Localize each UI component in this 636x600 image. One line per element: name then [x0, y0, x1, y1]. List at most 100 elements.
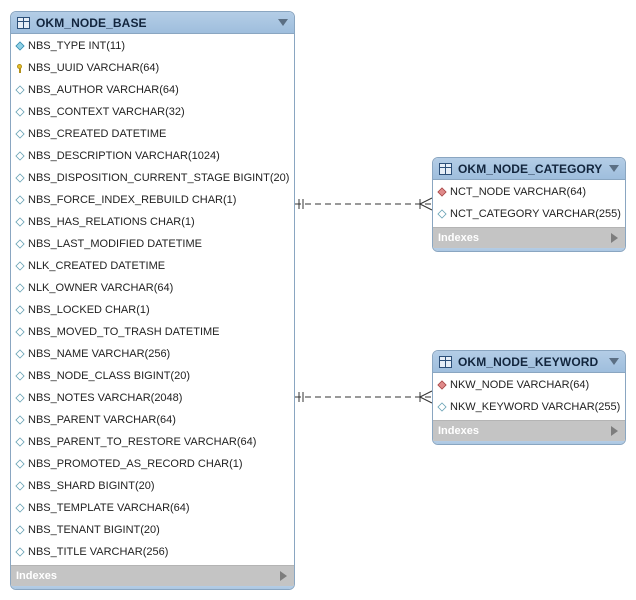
expand-arrow-icon[interactable]	[611, 233, 618, 243]
column-label: NBS_TENANT BIGINT(20)	[28, 524, 160, 536]
column-list: NCT_NODE VARCHAR(64) NCT_CATEGORY VARCHAR…	[433, 180, 625, 227]
table-title: OKM_NODE_CATEGORY	[458, 161, 603, 176]
column-row[interactable]: NBS_DESCRIPTION VARCHAR(1024)	[11, 145, 294, 167]
column-label: NBS_CREATED DATETIME	[28, 128, 167, 140]
hollow-diamond-icon	[437, 402, 447, 412]
column-row[interactable]: NLK_CREATED DATETIME	[11, 255, 294, 277]
column-row[interactable]: NBS_TENANT BIGINT(20)	[11, 519, 294, 541]
column-row[interactable]: NCT_NODE VARCHAR(64)	[433, 181, 625, 203]
table-header[interactable]: OKM_NODE_KEYWORD	[433, 351, 625, 373]
hollow-diamond-icon	[15, 217, 25, 227]
column-row[interactable]: NBS_CONTEXT VARCHAR(32)	[11, 101, 294, 123]
column-label: NBS_TYPE INT(11)	[28, 40, 125, 52]
column-label: NBS_LOCKED CHAR(1)	[28, 304, 150, 316]
column-label: NBS_PARENT_TO_RESTORE VARCHAR(64)	[28, 436, 257, 448]
column-row[interactable]: NBS_AUTHOR VARCHAR(64)	[11, 79, 294, 101]
column-label: NBS_SHARD BIGINT(20)	[28, 480, 155, 492]
column-list: NBS_TYPE INT(11) NBS_UUID VARCHAR(64) NBS_…	[11, 34, 294, 565]
column-label: NBS_NAME VARCHAR(256)	[28, 348, 171, 360]
column-row[interactable]: NBS_MOVED_TO_TRASH DATETIME	[11, 321, 294, 343]
table-header[interactable]: OKM_NODE_CATEGORY	[433, 158, 625, 180]
column-row[interactable]: NBS_PROMOTED_AS_RECORD CHAR(1)	[11, 453, 294, 475]
hollow-diamond-icon	[15, 547, 25, 557]
hollow-diamond-icon	[15, 503, 25, 513]
hollow-diamond-icon	[15, 349, 25, 359]
column-row[interactable]: NBS_UUID VARCHAR(64)	[11, 57, 294, 79]
column-label: NBS_LAST_MODIFIED DATETIME	[28, 238, 202, 250]
column-row[interactable]: NLK_OWNER VARCHAR(64)	[11, 277, 294, 299]
hollow-diamond-icon	[15, 371, 25, 381]
table-footer	[433, 441, 625, 444]
blue-diamond-icon	[15, 41, 25, 51]
column-row[interactable]: NCT_CATEGORY VARCHAR(255)	[433, 203, 625, 225]
collapse-arrow-icon[interactable]	[278, 19, 288, 26]
indexes-label: Indexes	[16, 570, 57, 582]
hollow-diamond-icon	[437, 209, 447, 219]
column-row[interactable]: NBS_CREATED DATETIME	[11, 123, 294, 145]
column-row[interactable]: NBS_TEMPLATE VARCHAR(64)	[11, 497, 294, 519]
hollow-diamond-icon	[15, 129, 25, 139]
hollow-diamond-icon	[15, 327, 25, 337]
column-label: NBS_DISPOSITION_CURRENT_STAGE BIGINT(20)	[28, 172, 290, 184]
hollow-diamond-icon	[15, 151, 25, 161]
hollow-diamond-icon	[15, 195, 25, 205]
hollow-diamond-icon	[15, 107, 25, 117]
hollow-diamond-icon	[15, 481, 25, 491]
column-label: NBS_DESCRIPTION VARCHAR(1024)	[28, 150, 220, 162]
table-icon	[439, 355, 452, 368]
indexes-section[interactable]: Indexes	[433, 420, 625, 441]
red-diamond-icon	[437, 187, 447, 197]
table-icon	[17, 16, 30, 29]
column-row[interactable]: NBS_DISPOSITION_CURRENT_STAGE BIGINT(20)	[11, 167, 294, 189]
column-label: NBS_NODE_CLASS BIGINT(20)	[28, 370, 190, 382]
indexes-section[interactable]: Indexes	[11, 565, 294, 586]
column-label: NBS_NOTES VARCHAR(2048)	[28, 392, 183, 404]
hollow-diamond-icon	[15, 525, 25, 535]
table-title: OKM_NODE_BASE	[36, 15, 147, 30]
column-row[interactable]: NBS_TYPE INT(11)	[11, 35, 294, 57]
column-label: NBS_MOVED_TO_TRASH DATETIME	[28, 326, 220, 338]
hollow-diamond-icon	[15, 261, 25, 271]
column-row[interactable]: NBS_NAME VARCHAR(256)	[11, 343, 294, 365]
column-label: NCT_NODE VARCHAR(64)	[450, 186, 587, 198]
expand-arrow-icon[interactable]	[611, 426, 618, 436]
column-row[interactable]: NBS_PARENT_TO_RESTORE VARCHAR(64)	[11, 431, 294, 453]
hollow-diamond-icon	[15, 393, 25, 403]
column-row[interactable]: NKW_NODE VARCHAR(64)	[433, 374, 625, 396]
hollow-diamond-icon	[15, 305, 25, 315]
column-row[interactable]: NBS_LAST_MODIFIED DATETIME	[11, 233, 294, 255]
column-label: NBS_TEMPLATE VARCHAR(64)	[28, 502, 190, 514]
collapse-arrow-icon[interactable]	[609, 165, 619, 172]
collapse-arrow-icon[interactable]	[609, 358, 619, 365]
hollow-diamond-icon	[15, 415, 25, 425]
table-header[interactable]: OKM_NODE_BASE	[11, 12, 294, 34]
hollow-diamond-icon	[15, 239, 25, 249]
column-row[interactable]: NBS_PARENT VARCHAR(64)	[11, 409, 294, 431]
indexes-section[interactable]: Indexes	[433, 227, 625, 248]
column-label: NLK_OWNER VARCHAR(64)	[28, 282, 174, 294]
column-label: NBS_FORCE_INDEX_REBUILD CHAR(1)	[28, 194, 237, 206]
column-row[interactable]: NBS_SHARD BIGINT(20)	[11, 475, 294, 497]
hollow-diamond-icon	[15, 85, 25, 95]
column-label: NBS_PROMOTED_AS_RECORD CHAR(1)	[28, 458, 243, 470]
column-label: NBS_PARENT VARCHAR(64)	[28, 414, 176, 426]
expand-arrow-icon[interactable]	[280, 571, 287, 581]
column-row[interactable]: NBS_LOCKED CHAR(1)	[11, 299, 294, 321]
column-row[interactable]: NBS_NOTES VARCHAR(2048)	[11, 387, 294, 409]
table-title: OKM_NODE_KEYWORD	[458, 354, 599, 369]
column-row[interactable]: NBS_NODE_CLASS BIGINT(20)	[11, 365, 294, 387]
column-row[interactable]: NKW_KEYWORD VARCHAR(255)	[433, 396, 625, 418]
column-label: NCT_CATEGORY VARCHAR(255)	[450, 208, 621, 220]
table-okm-node-keyword[interactable]: OKM_NODE_KEYWORD NKW_NODE VARCHAR(64)NKW…	[432, 350, 626, 445]
column-label: NLK_CREATED DATETIME	[28, 260, 166, 272]
column-label: NBS_TITLE VARCHAR(256)	[28, 546, 169, 558]
column-row[interactable]: NBS_FORCE_INDEX_REBUILD CHAR(1)	[11, 189, 294, 211]
table-okm-node-base[interactable]: OKM_NODE_BASE NBS_TYPE INT(11) NBS_UUID V…	[10, 11, 295, 590]
column-row[interactable]: NBS_HAS_RELATIONS CHAR(1)	[11, 211, 294, 233]
column-label: NBS_AUTHOR VARCHAR(64)	[28, 84, 179, 96]
table-okm-node-category[interactable]: OKM_NODE_CATEGORY NCT_NODE VARCHAR(64)NC…	[432, 157, 626, 252]
table-icon	[439, 162, 452, 175]
column-row[interactable]: NBS_TITLE VARCHAR(256)	[11, 541, 294, 563]
red-diamond-icon	[437, 380, 447, 390]
